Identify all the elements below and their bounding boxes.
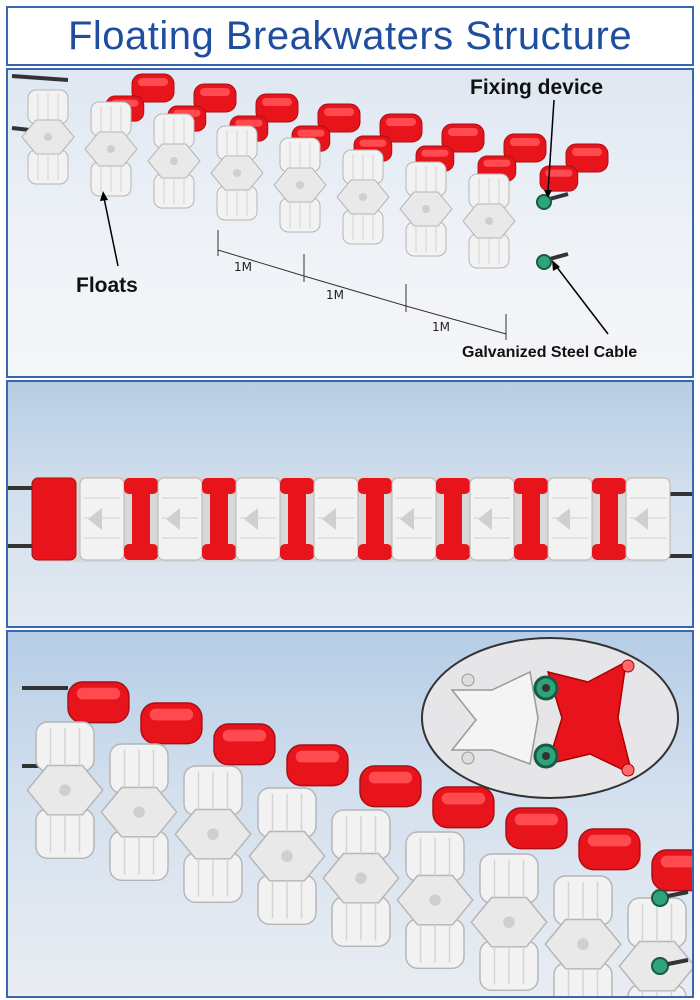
white-float — [157, 477, 203, 561]
white-connector-piece — [450, 670, 539, 766]
white-float — [147, 113, 201, 209]
white-float — [462, 173, 516, 269]
red-float — [539, 165, 579, 192]
white-float — [273, 137, 327, 233]
white-float — [26, 721, 104, 860]
fixing-device-group — [536, 192, 569, 270]
red-float — [358, 478, 392, 560]
red-float — [441, 123, 485, 153]
red-float — [359, 765, 422, 808]
red-float — [514, 478, 548, 560]
white-float — [618, 897, 692, 996]
red-float — [578, 828, 641, 871]
red-float — [286, 744, 349, 787]
top-view-drawing — [8, 476, 692, 562]
white-float — [469, 477, 515, 561]
white-float — [248, 787, 326, 926]
red-float — [255, 93, 299, 123]
red-float-row — [105, 73, 609, 192]
top-view-float-row — [31, 476, 671, 562]
white-float — [210, 125, 264, 221]
dimension-label-1: 1M — [234, 260, 252, 274]
white-float — [625, 477, 671, 561]
dimension-label-3: 1M — [432, 320, 450, 334]
connector-inset — [421, 637, 679, 799]
white-float-row — [21, 89, 516, 269]
red-float — [202, 478, 236, 560]
red-float — [592, 478, 626, 560]
red-float — [140, 702, 203, 745]
white-float — [235, 477, 281, 561]
white-float — [84, 101, 138, 197]
floats-label: Floats — [76, 274, 138, 297]
red-float — [432, 786, 495, 829]
red-float — [651, 849, 692, 892]
red-float — [131, 73, 175, 103]
red-float — [213, 723, 276, 766]
white-float — [547, 477, 593, 561]
red-float — [436, 478, 470, 560]
white-float — [313, 477, 359, 561]
white-float — [174, 765, 252, 904]
red-float — [565, 143, 609, 173]
white-float — [336, 149, 390, 245]
perspective-view-panel: Fixing device Floats Galvanized Steel Ca… — [6, 68, 694, 378]
red-float-end — [31, 477, 77, 561]
white-float — [396, 831, 474, 970]
red-float-row — [67, 681, 692, 892]
detail-view-drawing — [22, 637, 692, 996]
red-float — [505, 807, 568, 850]
leader-lines — [100, 99, 609, 335]
red-float — [503, 133, 547, 163]
red-float — [193, 83, 237, 113]
white-float — [21, 89, 75, 185]
red-float — [124, 478, 158, 560]
top-view-panel — [6, 380, 694, 628]
red-float — [379, 113, 423, 143]
red-connector-piece — [546, 659, 635, 777]
fixing-device-label: Fixing device — [470, 76, 604, 99]
page-title: Floating Breakwaters Structure — [67, 13, 633, 58]
white-float — [322, 809, 400, 948]
white-float-row — [26, 721, 692, 996]
white-float — [399, 161, 453, 257]
white-float — [79, 477, 125, 561]
white-float — [391, 477, 437, 561]
red-float — [317, 103, 361, 133]
dimension-lines — [217, 230, 507, 340]
red-float — [280, 478, 314, 560]
galvanized-steel-cable-label: Galvanized Steel Cable — [462, 344, 638, 361]
fixing-device-group — [651, 889, 689, 975]
detail-view-panel — [6, 630, 694, 998]
white-float — [100, 743, 178, 882]
perspective-view-drawing — [11, 73, 609, 340]
red-float — [67, 681, 130, 724]
white-float — [544, 875, 622, 996]
title-bar: Floating Breakwaters Structure — [6, 6, 694, 66]
white-float — [470, 853, 548, 992]
dimension-label-2: 1M — [326, 288, 344, 302]
